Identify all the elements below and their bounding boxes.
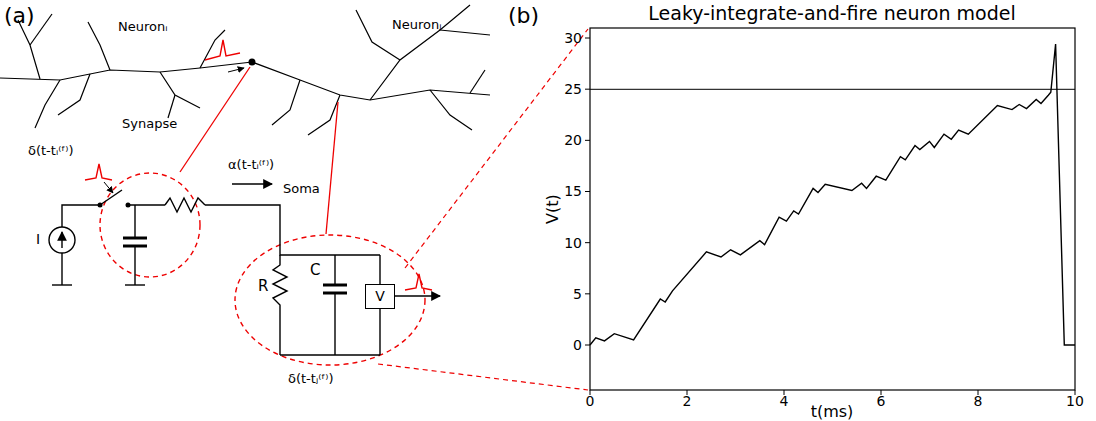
zoom-line: [378, 364, 588, 390]
tick-label: 0: [586, 393, 595, 409]
part-label: Synapse: [122, 117, 177, 132]
axis-ticks: [585, 38, 1075, 395]
spike: [205, 40, 240, 60]
tick-label: 15: [564, 183, 582, 199]
signal-label: α(t-tᵢ⁽ᶠ⁾): [228, 158, 274, 173]
y-tick: [585, 38, 590, 39]
tick-label: 25: [564, 81, 582, 97]
spike: [405, 274, 432, 290]
part-label: Soma: [283, 182, 320, 197]
voltage-trace: [590, 44, 1075, 345]
panel-label: (a): [4, 3, 35, 28]
arrow: [228, 68, 244, 72]
signal-label: δ(t-tᵢ⁽ᶠ⁾): [28, 144, 74, 159]
panel-label: (b): [508, 3, 539, 28]
signal-label: δ(t-tⱼ⁽ᶠ⁾): [288, 372, 334, 387]
y-tick: [585, 89, 590, 90]
axis-label: t(ms): [811, 403, 854, 421]
zoom-line: [405, 29, 588, 268]
component-label: R: [258, 278, 268, 295]
neuron-drawing: [0, 5, 490, 135]
switch-contact: [126, 203, 131, 208]
neuron-label: Neuronⱼ: [392, 18, 442, 33]
plot-title: Leaky-integrate-and-fire neuron model: [648, 3, 1015, 25]
y-tick: [585, 140, 590, 141]
tick-label: 10: [564, 235, 582, 251]
component-label: C: [310, 262, 320, 279]
voltmeter-box: V: [365, 284, 395, 309]
y-tick: [585, 242, 590, 243]
tick-label: 10: [1066, 393, 1084, 409]
tick-label: 2: [683, 393, 692, 409]
tick-label: 0: [573, 337, 582, 353]
neuron-label: Neuronᵢ: [118, 20, 168, 35]
arrow: [104, 182, 113, 193]
synapse-dot: [249, 59, 256, 66]
threshold-line: [590, 89, 1075, 90]
tick-label: 4: [780, 393, 789, 409]
tick-label: 20: [564, 132, 582, 148]
circuit-wires: [49, 184, 440, 355]
switch-contact: [98, 203, 103, 208]
tick-label: 30: [564, 30, 582, 46]
tick-label: 6: [877, 393, 886, 409]
leader-line: [180, 67, 250, 172]
synapse-region: [100, 173, 200, 277]
component-label: I: [36, 231, 40, 247]
y-tick: [585, 345, 590, 346]
axis-label: V(t): [544, 194, 562, 224]
tick-label: 8: [974, 393, 983, 409]
plot-frame: [590, 28, 1075, 390]
node-text: V: [375, 288, 385, 304]
y-tick: [585, 191, 590, 192]
tick-label: 5: [573, 286, 582, 302]
spike: [85, 164, 112, 180]
leader-line: [326, 102, 338, 234]
y-tick: [585, 293, 590, 294]
